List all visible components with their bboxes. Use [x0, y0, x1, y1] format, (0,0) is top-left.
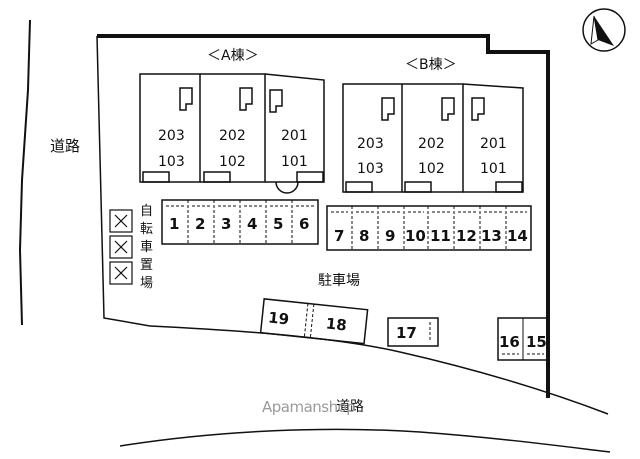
parking-space-7: 7	[334, 227, 344, 245]
unit-b-201: 201	[480, 136, 507, 152]
parking-space-9: 9	[385, 227, 395, 245]
bicycle-char-1: 自	[140, 204, 153, 219]
parking-space-17: 17	[396, 324, 417, 342]
bicycle-char-2: 転	[140, 222, 153, 237]
parking-space-17-box: 17	[387, 317, 439, 347]
unit-a-102: 102	[219, 154, 246, 170]
parking-space-6: 6	[299, 215, 309, 233]
parking-space-18: 18	[325, 315, 348, 335]
parking-space-19: 19	[267, 308, 290, 328]
parking-space-3: 3	[221, 215, 231, 233]
unit-b-202: 202	[418, 136, 445, 152]
north-arrow-icon	[582, 8, 626, 52]
parking-right: 16 15	[497, 317, 549, 361]
unit-a-202: 202	[219, 128, 246, 144]
building-a-label: ＜A棟＞	[207, 48, 259, 64]
road-edge-bottom	[149, 325, 609, 415]
bicycle-parking-label: 自 転 車 置 場	[140, 204, 153, 291]
property-boundary-left	[96, 35, 151, 327]
unit-a-103: 103	[158, 154, 185, 170]
bicycle-char-3: 車	[140, 240, 153, 255]
bicycle-parking	[109, 209, 133, 285]
parking-space-8: 8	[359, 227, 369, 245]
bicycle-char-4: 置	[140, 258, 153, 273]
building-b-label: ＜B棟＞	[405, 57, 457, 73]
building-a	[139, 73, 325, 194]
watermark: Apamanshop	[262, 398, 356, 416]
parking-space-1: 1	[169, 215, 179, 233]
building-a-units: 203 103 202 102 201 101	[158, 128, 308, 170]
property-boundary	[97, 34, 550, 398]
parking-space-5: 5	[273, 215, 283, 233]
building-b	[342, 83, 524, 193]
unit-a-101: 101	[281, 154, 308, 170]
parking-space-16: 16	[499, 333, 520, 351]
parking-space-11: 11	[430, 227, 451, 245]
parking-row-b: 7 8 9 10 11 12 13 14	[326, 205, 532, 251]
road-edge-bottom-far	[119, 428, 611, 453]
bicycle-char-5: 場	[140, 276, 153, 291]
road-label-left: 道路	[50, 137, 80, 155]
parking-space-12: 12	[456, 227, 477, 245]
road-edge-left	[18, 19, 31, 326]
parking-space-15: 15	[526, 333, 547, 351]
unit-b-103: 103	[357, 161, 384, 177]
parking-space-4: 4	[247, 215, 257, 233]
parking-space-2: 2	[195, 215, 205, 233]
parking-area-label: 駐車場	[318, 272, 360, 289]
parking-space-14: 14	[507, 227, 528, 245]
unit-a-203: 203	[158, 128, 185, 144]
unit-b-203: 203	[357, 136, 384, 152]
road-label-bottom: 道路	[336, 399, 364, 415]
parking-row-a: 1 2 3 4 5 6	[161, 199, 319, 245]
parking-space-13: 13	[481, 227, 502, 245]
parking-space-10: 10	[405, 227, 426, 245]
unit-b-101: 101	[480, 161, 507, 177]
unit-a-201: 201	[281, 128, 308, 144]
parking-tilted: 19 18	[259, 298, 369, 345]
unit-b-102: 102	[418, 161, 445, 177]
building-b-units: 203 103 202 102 201 101	[357, 136, 507, 177]
